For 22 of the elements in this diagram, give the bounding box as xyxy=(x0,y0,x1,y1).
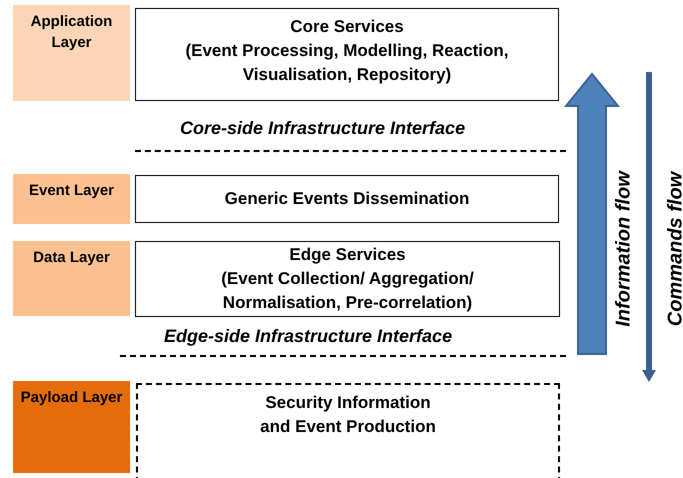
layer-label xyxy=(13,381,130,473)
flow-label: Information flow xyxy=(612,171,636,327)
service-box xyxy=(135,241,560,317)
service-text: Core Services xyxy=(290,16,404,38)
service-text: Security Information and Event Production xyxy=(259,392,437,438)
layer-name: Data Layer xyxy=(33,248,110,268)
interface-label: Edge-side Infrastructure Interface xyxy=(164,326,452,347)
service-box xyxy=(135,175,559,223)
layer-name: Event Layer xyxy=(28,181,114,201)
service-text: Generic Events Dissemination xyxy=(224,188,470,210)
layer-label xyxy=(13,174,130,224)
interface-label: Core-side Infrastructure Interface xyxy=(180,118,466,139)
service-text: Edge Services xyxy=(289,244,406,266)
flow-label: Commands flow xyxy=(664,172,683,326)
service-box xyxy=(136,383,560,478)
layer-name: Payload Layer xyxy=(20,388,122,408)
service-text: (Event Collection/ Aggregation/ Normalisation, Pre-correlation) xyxy=(220,268,475,314)
service-text: (Event Processing, Modelling, Reaction, Visualisation, Repository) xyxy=(184,40,510,86)
service-box xyxy=(135,8,559,101)
layer-label xyxy=(13,5,130,101)
layer-name: Application Layer xyxy=(30,12,114,53)
layer-label xyxy=(13,241,130,316)
